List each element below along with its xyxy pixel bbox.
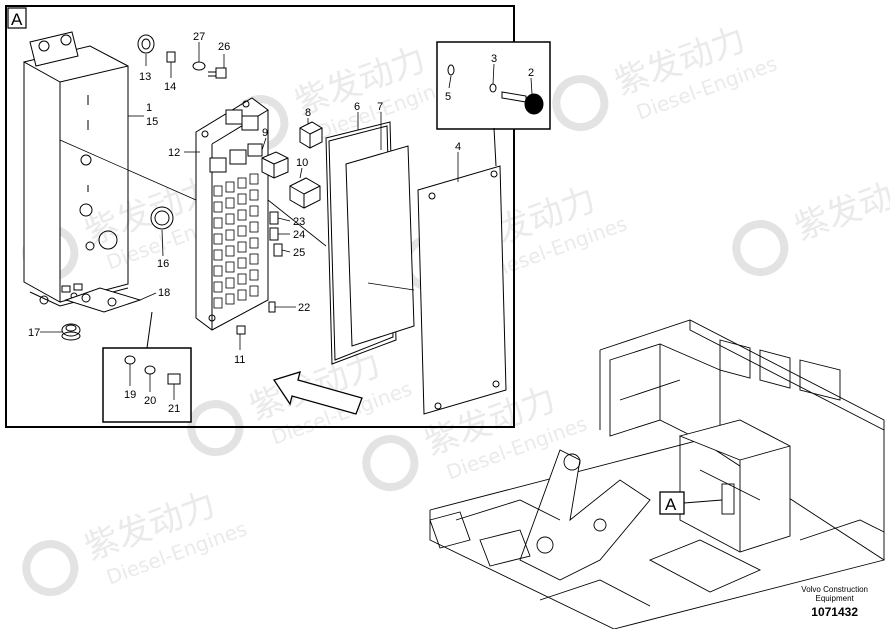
fuse-slot bbox=[225, 181, 235, 193]
mount-hardware bbox=[137, 34, 227, 79]
fuse-slot bbox=[237, 289, 247, 301]
fuse-slot bbox=[213, 185, 223, 197]
machine-frame bbox=[429, 319, 886, 630]
fuse-slot bbox=[237, 177, 247, 189]
fuse-slot bbox=[249, 205, 259, 217]
watermark-6: 紫发动力 Diesel-Engines bbox=[187, 344, 415, 457]
fuse-slot bbox=[237, 273, 247, 285]
machine-callout-letter: A bbox=[665, 495, 677, 514]
label-16: 16 bbox=[157, 258, 169, 270]
fuse-slot bbox=[225, 213, 235, 225]
fuse-slot bbox=[225, 277, 235, 289]
label-10: 10 bbox=[296, 157, 308, 169]
label-14: 14 bbox=[164, 81, 176, 93]
fuse-slot bbox=[213, 201, 223, 213]
label-1: 1 bbox=[146, 102, 152, 114]
fuse-slot bbox=[213, 297, 223, 309]
knob-parts bbox=[447, 64, 544, 167]
detail-view-letter: A bbox=[11, 10, 23, 29]
label-20: 20 bbox=[144, 395, 156, 407]
credit-line-2: Equipment bbox=[815, 594, 854, 603]
hardware-inset-box bbox=[102, 347, 192, 423]
label-11: 11 bbox=[234, 354, 245, 366]
fuse-slot bbox=[225, 261, 235, 273]
seal-and-panel bbox=[325, 121, 415, 365]
fuse-slot bbox=[225, 293, 235, 305]
fuse-slot bbox=[213, 217, 223, 229]
watermark-2: 紫发动力 Diesel-Engines bbox=[552, 19, 780, 132]
label-15: 15 bbox=[146, 116, 158, 128]
fuse-slot bbox=[237, 209, 247, 221]
fuse-slot bbox=[237, 257, 247, 269]
label-9: 9 bbox=[262, 127, 268, 139]
fuse-slot bbox=[249, 173, 259, 185]
label-5: 5 bbox=[445, 91, 451, 103]
fuse-grid bbox=[213, 173, 259, 309]
detail-view-letter-box bbox=[7, 7, 27, 29]
label-27: 27 bbox=[193, 31, 205, 43]
fuse-slot bbox=[225, 245, 235, 257]
housing bbox=[23, 31, 129, 307]
label-8: 8 bbox=[305, 107, 311, 119]
label-2: 2 bbox=[528, 67, 534, 79]
label-12: 12 bbox=[168, 147, 180, 159]
label-17: 17 bbox=[28, 327, 40, 339]
fuse-slot bbox=[213, 265, 223, 277]
label-24: 24 bbox=[293, 229, 305, 241]
part-labels: 1 15 13 14 27 26 8 9 10 12 6 7 3 2 5 4 1… bbox=[28, 31, 534, 415]
fuse-slot bbox=[213, 249, 223, 261]
credit-number: 1071432 bbox=[811, 605, 858, 619]
gasket-16 bbox=[150, 206, 174, 230]
credit-line-1: Volvo Construction bbox=[801, 585, 868, 594]
fuse-slot bbox=[237, 193, 247, 205]
machine-callout-leader bbox=[683, 499, 723, 504]
watermark-5: 紫发动力 bbox=[732, 164, 890, 277]
fuse-slot bbox=[249, 285, 259, 297]
label-4: 4 bbox=[455, 141, 461, 153]
label-26: 26 bbox=[218, 41, 230, 53]
fuse-slot bbox=[237, 241, 247, 253]
fuse-slot bbox=[225, 229, 235, 241]
fuse-slot bbox=[237, 225, 247, 237]
fuse-slot bbox=[249, 189, 259, 201]
grommet-17 bbox=[61, 323, 81, 341]
label-25: 25 bbox=[293, 247, 305, 259]
fuse-slot bbox=[249, 237, 259, 249]
label-23: 23 bbox=[293, 216, 305, 228]
watermark-8: 紫发动力 Diesel-Engines bbox=[22, 484, 250, 597]
cover-4 bbox=[417, 165, 507, 415]
relays bbox=[261, 121, 323, 209]
fuse-slot bbox=[225, 197, 235, 209]
label-18: 18 bbox=[158, 287, 170, 299]
watermark-cn-5: 紫发动力 bbox=[789, 164, 890, 248]
label-22: 22 bbox=[298, 302, 310, 314]
label-6: 6 bbox=[354, 101, 360, 113]
label-13: 13 bbox=[139, 71, 151, 83]
fuse-slot bbox=[213, 281, 223, 293]
label-7: 7 bbox=[377, 101, 383, 113]
fuse-slot bbox=[249, 253, 259, 265]
label-3: 3 bbox=[491, 53, 497, 65]
leader-lines bbox=[40, 42, 533, 400]
bracket-18 bbox=[64, 287, 142, 313]
fuse-slot bbox=[213, 233, 223, 245]
credit-block: Volvo Construction Equipment 1071432 bbox=[801, 585, 868, 620]
fuse-slot bbox=[249, 269, 259, 281]
label-21: 21 bbox=[168, 403, 180, 415]
direction-arrow bbox=[272, 371, 363, 415]
fuse-slot bbox=[249, 221, 259, 233]
label-19: 19 bbox=[124, 389, 136, 401]
detail-view-frame bbox=[5, 5, 515, 428]
